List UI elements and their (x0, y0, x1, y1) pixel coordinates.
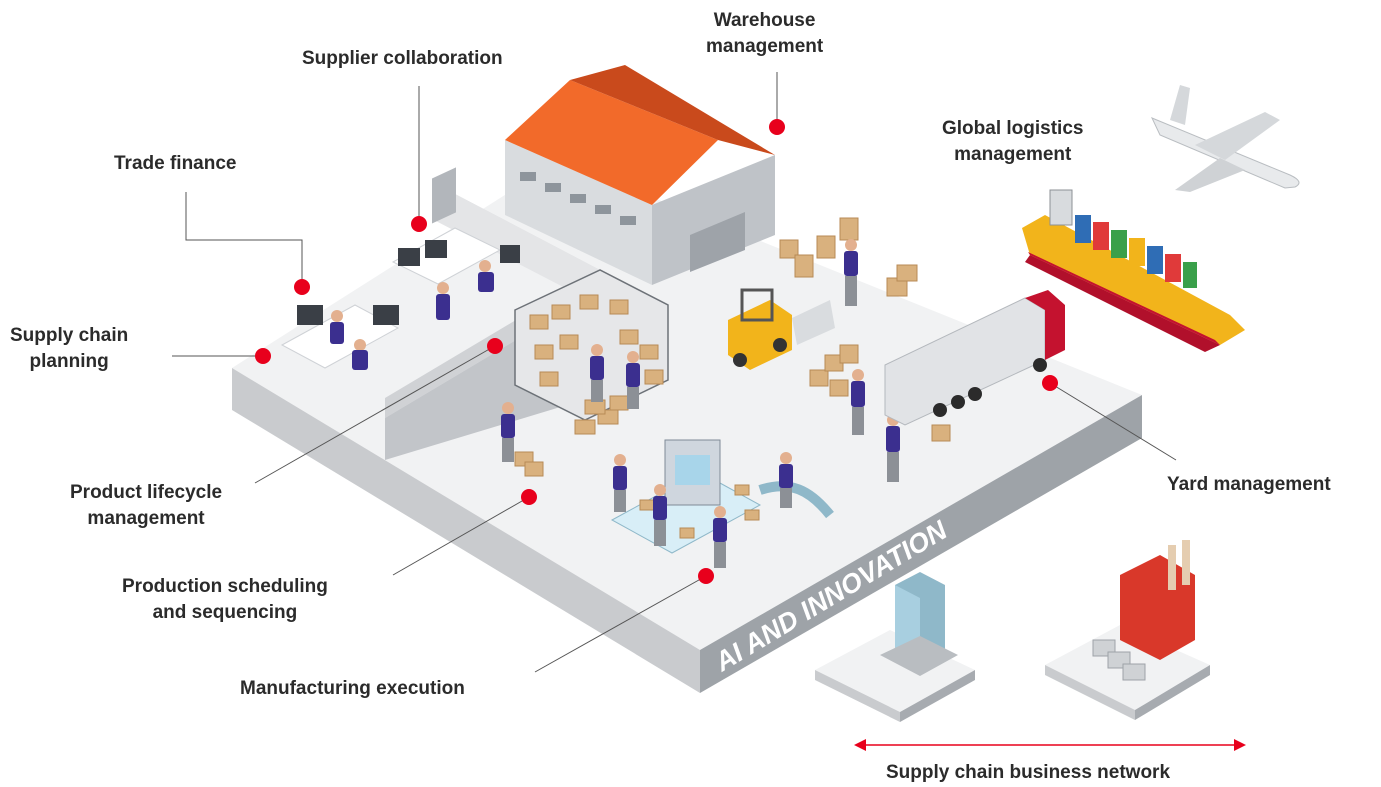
platform-top (232, 160, 1142, 650)
callout-markers (255, 119, 1058, 584)
truck-cab (1025, 290, 1065, 360)
platform-front-side (700, 395, 1142, 693)
platform (232, 160, 1142, 693)
label-supplier-collaboration: Supplier collaboration (302, 48, 503, 69)
label-warehouse-management: Warehouse management (706, 10, 824, 57)
truck (884, 290, 1065, 426)
warehouse-roof-back (570, 65, 775, 155)
monitor-icon (297, 240, 520, 325)
ship-hull (1022, 215, 1245, 345)
warehouse-building (505, 65, 775, 285)
warehouse-roof-front (505, 80, 718, 205)
marker-supplier-collaboration (411, 216, 427, 232)
airplane-icon (1150, 85, 1300, 192)
office-door (432, 167, 456, 224)
office-tower (815, 572, 975, 722)
leader-line-yard (1049, 382, 1177, 461)
leader-line-plm (254, 346, 494, 484)
leader-line-trade-finance (185, 192, 303, 287)
production-line (610, 439, 834, 554)
marker-trade-finance (294, 279, 310, 295)
warehouse-side-wall (652, 155, 775, 285)
label-yard-management: Yard management (1167, 474, 1331, 495)
label-product-lifecycle: Product lifecycle management (70, 482, 223, 529)
label-supply-chain-planning: Supply chain planning (10, 325, 129, 372)
marker-manufacturing-execution (698, 568, 714, 584)
marker-supply-chain-planning (255, 348, 271, 364)
factory (1045, 540, 1210, 720)
forklift (728, 288, 835, 370)
label-business-network: Supply chain business network (886, 762, 1171, 783)
marker-product-lifecycle (487, 338, 503, 354)
label-global-logistics: Global logistics management (942, 118, 1084, 165)
leader-lines (172, 72, 1177, 673)
label-manufacturing-execution: Manufacturing execution (240, 678, 465, 699)
cargo-ship (1022, 189, 1245, 352)
warehouse-window (520, 172, 636, 225)
label-trade-finance: Trade finance (114, 153, 237, 174)
office-wall-right (434, 183, 600, 306)
leader-line-mes (534, 575, 707, 673)
platform-left-side (232, 368, 700, 693)
label-production-scheduling: Production scheduling and sequencing (122, 576, 328, 623)
warehouse-door (690, 212, 745, 272)
marker-yard-management (1042, 375, 1058, 391)
office-worker (330, 260, 494, 370)
marker-warehouse-management (769, 119, 785, 135)
ship-bridge (1049, 189, 1073, 226)
leader-line-production (392, 496, 530, 576)
marker-production-scheduling (521, 489, 537, 505)
warehouse-front-wall (505, 140, 652, 285)
shipping-containers (1075, 215, 1197, 288)
